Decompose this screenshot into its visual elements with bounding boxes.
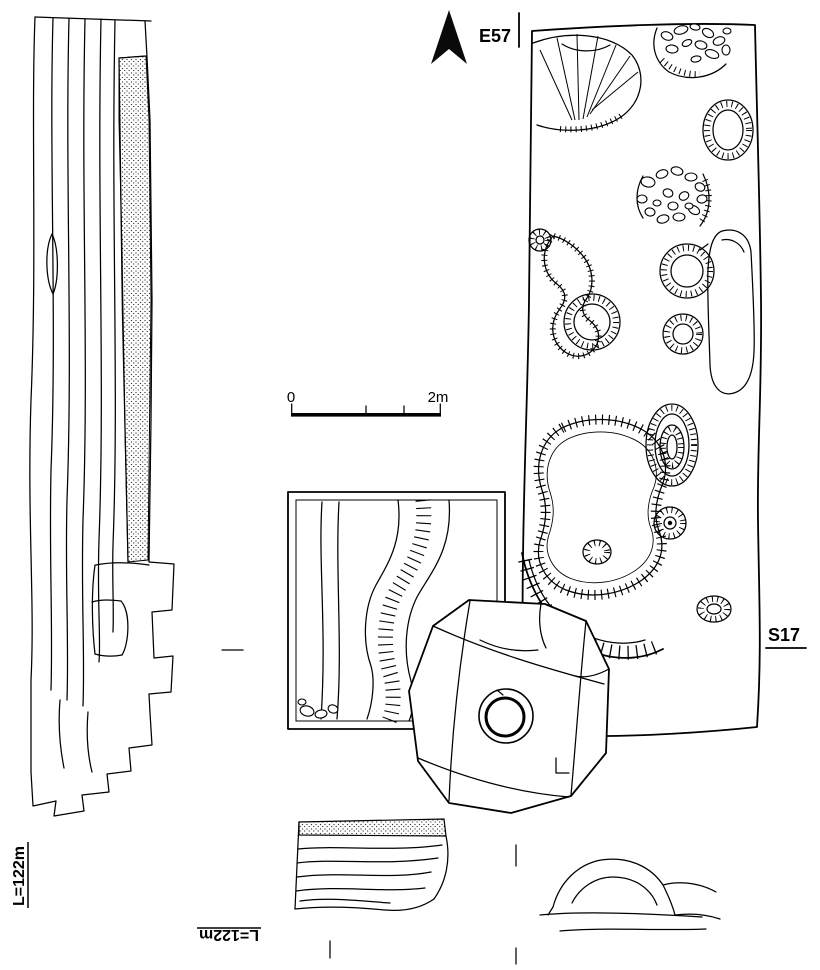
feature-posthole-core — [653, 506, 687, 540]
stone-detail — [408, 599, 610, 814]
feature-fan — [532, 33, 642, 133]
scale-bar-line — [291, 413, 441, 417]
level-label-bottom-group: L=122m — [197, 926, 261, 943]
left-section-drawing — [29, 16, 175, 817]
bottom-section-drawing — [294, 818, 721, 965]
feature-stone-cluster-1 — [653, 23, 732, 79]
feature-pit-ring-3 — [659, 243, 715, 299]
level-label-left-group: L=122m — [11, 842, 29, 908]
stone-posthole — [478, 688, 534, 744]
plan-trench-s17 — [518, 23, 763, 737]
stone-l-mark — [555, 757, 570, 774]
feature-elongated — [707, 229, 755, 395]
scale-2m-label: 2m — [428, 389, 449, 406]
scale-zero-label: 0 — [287, 389, 295, 406]
feature-pit-ring-1 — [702, 99, 754, 161]
level-label-left: L=122m — [11, 846, 28, 906]
square-stones — [297, 698, 339, 719]
grid-label-e57: E57 — [479, 26, 511, 46]
level-label-bottom: L=122m — [199, 926, 259, 943]
north-indicator: E57 — [431, 10, 520, 64]
feature-pit-ring-2 — [563, 293, 621, 351]
feature-small-pit-inner — [582, 539, 612, 565]
stipple-band — [118, 55, 152, 563]
feature-stone-cluster-2 — [636, 166, 712, 227]
feature-concentric-oval — [645, 403, 699, 487]
grid-label-s17: S17 — [768, 625, 800, 645]
scale-bar: 0 2m — [287, 389, 449, 417]
bottom-mound — [539, 858, 721, 932]
north-arrow-icon — [431, 10, 467, 64]
feature-small-pit-bottom — [696, 595, 732, 623]
feature-pit-ring-4 — [662, 313, 704, 355]
bottom-stipple-band — [298, 818, 447, 837]
grid-label-s17-group: S17 — [765, 625, 807, 649]
feature-large-pit — [533, 414, 671, 600]
